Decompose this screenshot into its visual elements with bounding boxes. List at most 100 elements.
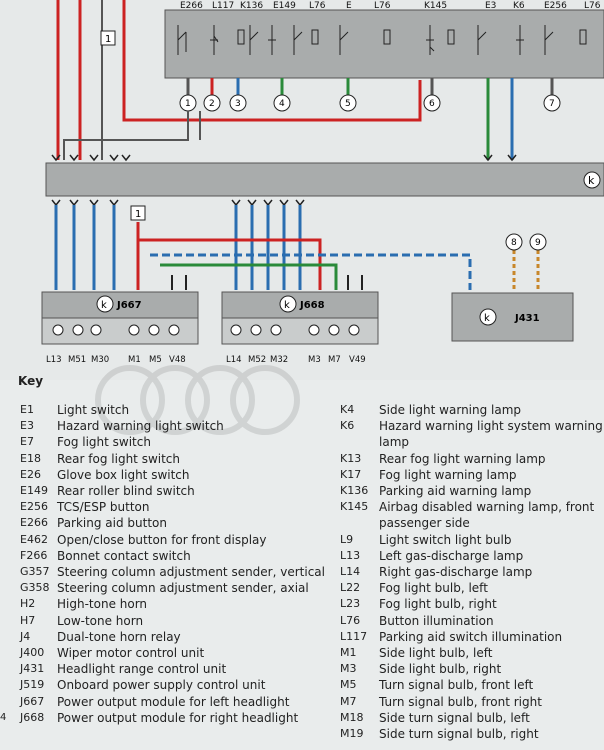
legend-desc: Turn signal bulb, front left xyxy=(379,678,534,693)
output-label: V49 xyxy=(349,355,366,365)
legend-desc: Left gas-discharge lamp xyxy=(379,548,524,563)
module-j431: k J431 xyxy=(451,292,574,342)
legend-code: L14 xyxy=(340,565,361,579)
svg-text:J668: J668 xyxy=(299,300,325,311)
legend-code: K136 xyxy=(340,484,369,498)
output-label: M32 xyxy=(270,355,288,365)
legend-code: J519 xyxy=(20,678,45,692)
legend-desc: Onboard power supply control unit xyxy=(57,678,266,693)
pin-circle: 8 xyxy=(505,233,523,251)
legend-code: G357 xyxy=(20,565,50,579)
legend-desc: Rear roller blind switch xyxy=(57,484,195,499)
marker-label: 1 xyxy=(135,209,141,220)
legend-code: M7 xyxy=(340,694,357,708)
legend-code: E3 xyxy=(20,419,34,433)
component-label: K145 xyxy=(424,1,447,11)
legend-row: E3 Hazard warning light switch xyxy=(20,418,340,434)
legend-code: E1 xyxy=(20,403,34,416)
legend-code: H7 xyxy=(20,613,36,627)
legend-desc: Hazard warning light switch xyxy=(57,419,224,434)
legend-code: M3 xyxy=(340,662,357,676)
pin-circle: 3 xyxy=(229,94,247,112)
legend-desc: Side turn signal bulb, left xyxy=(379,710,530,725)
legend-desc: Low-tone horn xyxy=(57,613,144,628)
legend-desc: Steering column adjustment sender, verti… xyxy=(57,565,325,580)
output-label: M52 xyxy=(248,355,266,365)
top-pins: 1 2 3 4 5 6 7 xyxy=(179,94,561,112)
component-label: K6 xyxy=(513,1,525,11)
pin-circle: 2 xyxy=(203,94,221,112)
legend-code: E7 xyxy=(20,435,34,449)
legend-desc: Open/close button for front display xyxy=(57,532,267,547)
component-label: E256 xyxy=(544,1,567,11)
legend-desc: Side light bulb, right xyxy=(379,662,502,677)
legend-code: K17 xyxy=(340,467,362,481)
legend-desc: Right gas-discharge lamp xyxy=(379,565,533,580)
svg-text:J667: J667 xyxy=(116,300,142,311)
legend-desc: Button illumination xyxy=(379,613,494,628)
component-label: E149 xyxy=(273,1,296,11)
output-label: M1 xyxy=(128,355,141,365)
legend-desc: Power output module for right headlight xyxy=(57,710,299,725)
pin-circle: 6 xyxy=(423,94,441,112)
component-label: L117 xyxy=(212,1,234,11)
marker-box xyxy=(130,205,146,221)
legend-desc: Fog light warning lamp xyxy=(379,467,517,482)
legend-code: L22 xyxy=(340,581,361,595)
output-label: L14 xyxy=(226,355,242,365)
control-unit-bus xyxy=(45,162,604,197)
legend-desc: Headlight range control unit xyxy=(57,662,227,677)
component-label: L76 xyxy=(584,1,601,11)
legend-row: M3 Side light bulb, right xyxy=(340,661,604,677)
legend-code: L23 xyxy=(340,597,361,611)
legend-code: G358 xyxy=(20,581,50,595)
module-j667: k J667 xyxy=(41,291,199,345)
svg-text:3: 3 xyxy=(235,99,241,109)
legend-code: F266 xyxy=(20,548,48,562)
legend-row: H7 Low-tone horn xyxy=(20,613,340,629)
page-mark: 4 xyxy=(0,712,7,723)
legend-code: L13 xyxy=(340,548,361,562)
output-label: V48 xyxy=(169,355,186,365)
legend-desc: Parking aid button xyxy=(57,516,168,531)
legend-code: M19 xyxy=(340,727,364,741)
svg-text:2: 2 xyxy=(209,99,215,109)
legend-code: L76 xyxy=(340,613,361,627)
pin-circle: 5 xyxy=(339,94,357,112)
legend-code: K4 xyxy=(340,403,355,416)
legend-code: K13 xyxy=(340,451,362,465)
legend-row: K17 Fog light warning lamp xyxy=(340,467,604,483)
legend-desc: Side light warning lamp xyxy=(379,403,522,417)
legend-code: J4 xyxy=(20,629,31,643)
legend-desc: Light switch light bulb xyxy=(379,532,512,547)
output-label: M3 xyxy=(308,355,321,365)
top-component-labels: E266 L117 K136 E149 L76 E L76 K145 E3 K6… xyxy=(180,1,601,11)
svg-text:8: 8 xyxy=(511,238,517,248)
svg-text:9: 9 xyxy=(535,238,541,248)
legend-desc: Hazard warning light system warning lamp xyxy=(379,419,603,450)
legend-desc: Parking aid switch illumination xyxy=(379,629,563,644)
output-label: M30 xyxy=(91,355,109,365)
legend-desc: Glove box light switch xyxy=(57,467,190,482)
output-label: M51 xyxy=(68,355,86,365)
legend-desc: Parking aid warning lamp xyxy=(379,484,532,499)
svg-text:6: 6 xyxy=(429,99,435,109)
